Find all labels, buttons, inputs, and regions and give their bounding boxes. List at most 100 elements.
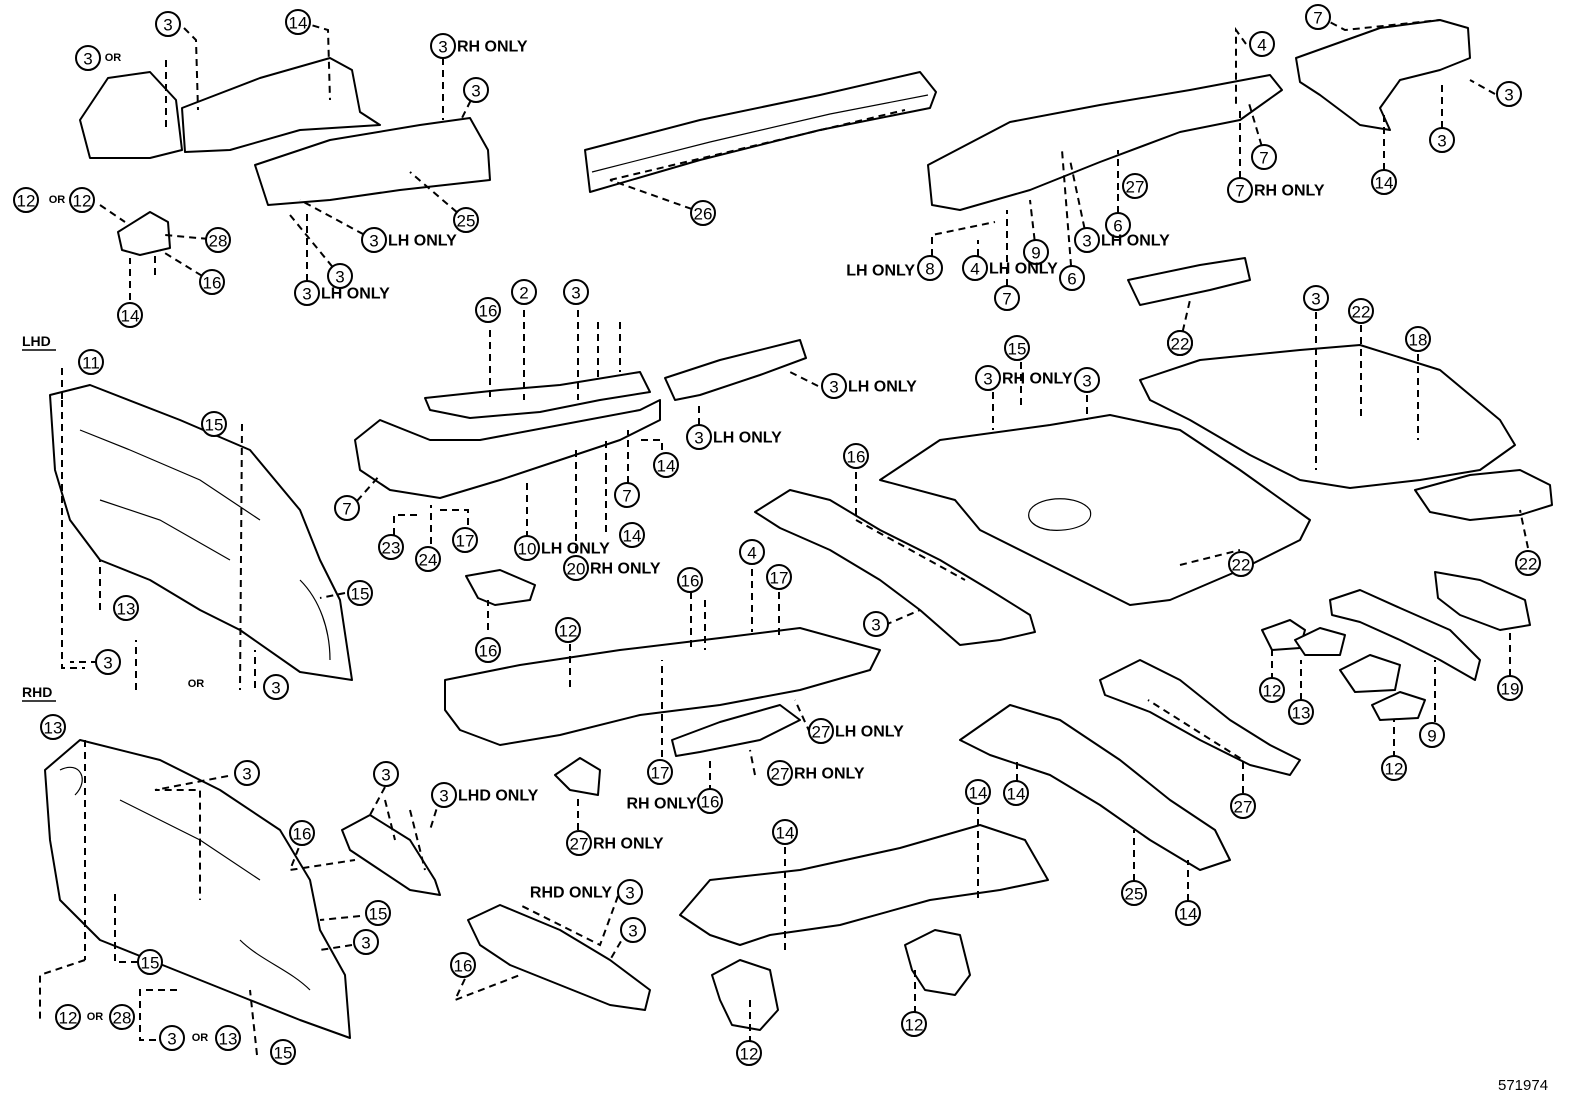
part-front-apron-left [79,71,183,159]
svg-text:25: 25 [457,212,476,231]
callout-3: 3 [263,674,289,700]
svg-text:14: 14 [1007,785,1026,804]
callout-note: LH ONLY [388,233,457,250]
callout-note: RH ONLY [1254,183,1325,200]
callout-15: 15 [201,411,227,437]
part-rear-side-member-upper [1099,659,1301,776]
callout-12: 12 [69,187,95,213]
part-rear-cross-member [1329,589,1481,681]
callout-note: RH ONLY [794,766,865,783]
callout-3: 3 [1429,127,1455,153]
callout-note: RH ONLY [457,39,528,56]
svg-text:12: 12 [1263,682,1282,701]
svg-text:12: 12 [59,1009,78,1028]
callout-14: 14 [1175,900,1201,926]
prefix-note: RHD ONLY [530,885,612,902]
svg-text:12: 12 [73,192,92,211]
leader-lines [39,16,1529,1056]
callout-3: 3 [159,1025,185,1051]
svg-text:3: 3 [871,616,880,635]
svg-text:7: 7 [1259,149,1268,168]
svg-text:3: 3 [471,82,480,101]
svg-text:26: 26 [694,205,713,224]
callout-4: 4 [1249,31,1275,57]
callout-3: 3 [863,611,889,637]
svg-text:3: 3 [1504,86,1513,105]
callout-3: 3 [563,279,589,305]
svg-text:12: 12 [559,622,578,641]
svg-text:7: 7 [1002,290,1011,309]
part-front-side-member [254,117,491,206]
svg-text:3: 3 [271,679,280,698]
svg-text:3: 3 [1082,232,1091,251]
callout-20: 20 [563,555,589,581]
callout-12: 12 [55,1004,81,1030]
callout-3: 3 [1303,285,1329,311]
or-connector: OR [192,1032,209,1044]
part-gusset-left [465,569,536,606]
svg-text:14: 14 [776,824,795,843]
svg-text:16: 16 [454,957,473,976]
callout-12: 12 [555,617,581,643]
svg-text:14: 14 [1375,174,1394,193]
callout-17: 17 [452,527,478,553]
svg-text:16: 16 [701,793,720,812]
part-rear-floor-cross [679,824,1049,946]
callout-14: 14 [619,522,645,548]
callout-13: 13 [215,1025,241,1051]
callout-3: 3 [327,263,353,289]
svg-text:15: 15 [1008,340,1027,359]
callout-7: 7 [994,285,1020,311]
svg-text:13: 13 [44,719,63,738]
part-cowl-brace-rhd [467,904,651,1011]
section-label-rhd: RHD [22,684,52,700]
part-rear-floor-side [1414,469,1553,521]
callout-12: 12 [13,187,39,213]
svg-text:14: 14 [121,307,140,326]
callout-4: 4 [739,539,765,565]
callout-17: 17 [647,759,673,785]
callout-22: 22 [1228,551,1254,577]
callout-16: 16 [475,637,501,663]
svg-text:3: 3 [103,654,112,673]
svg-text:3: 3 [1082,372,1091,391]
callout-16: 16 [199,269,225,295]
svg-text:16: 16 [847,448,866,467]
svg-text:22: 22 [1352,303,1371,322]
part-floor-reinforcement [671,704,801,757]
svg-text:14: 14 [969,784,988,803]
svg-text:15: 15 [141,954,160,973]
svg-text:16: 16 [479,302,498,321]
svg-text:3: 3 [242,765,251,784]
callout-3: 3 [294,280,320,306]
callout-12: 12 [736,1040,762,1066]
callout-note: LHD ONLY [458,788,539,805]
svg-text:3: 3 [381,766,390,785]
callout-13: 13 [40,714,66,740]
svg-text:9: 9 [1427,727,1436,746]
svg-text:16: 16 [203,274,222,293]
or-connector: OR [188,678,205,690]
callout-22: 22 [1515,550,1541,576]
callout-27: 27 [1122,173,1148,199]
callout-17: 17 [766,564,792,590]
svg-text:13: 13 [1292,704,1311,723]
svg-text:4: 4 [970,260,979,279]
part-rail-inner-line [591,94,929,173]
callout-3: 3 [361,227,387,253]
svg-text:3: 3 [335,268,344,287]
svg-text:12: 12 [1385,760,1404,779]
svg-text:9: 9 [1031,244,1040,263]
callout-3: 3 [431,782,457,808]
callout-3: 3 [617,879,643,905]
svg-text:28: 28 [113,1009,132,1028]
callout-25: 25 [1121,880,1147,906]
svg-text:22: 22 [1519,555,1538,574]
callout-28: 28 [109,1004,135,1030]
callout-15: 15 [1004,335,1030,361]
svg-text:4: 4 [747,544,756,563]
part-floor-tunnel [754,489,1036,646]
svg-text:3: 3 [439,787,448,806]
svg-text:2: 2 [519,284,528,303]
part-shapes [44,19,1553,1039]
